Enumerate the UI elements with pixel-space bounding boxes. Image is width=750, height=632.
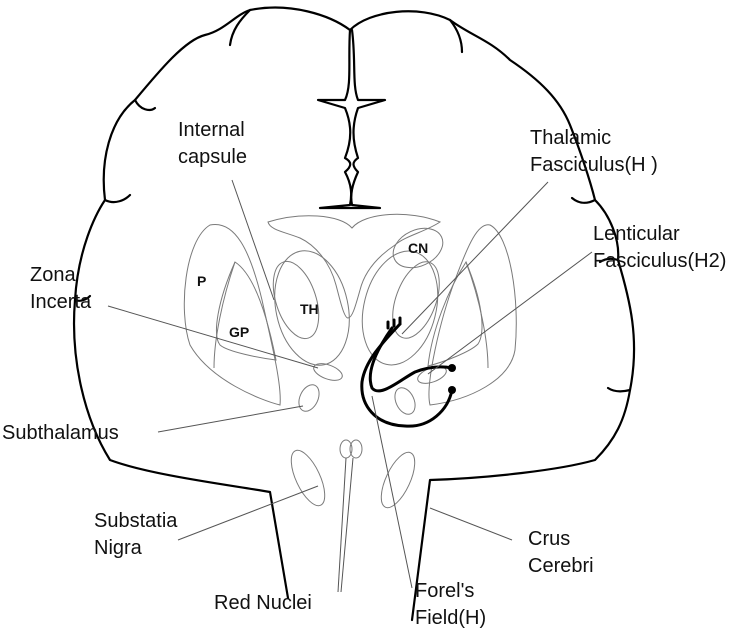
ventricle-outline <box>267 213 442 319</box>
right-gyrus-line <box>570 196 597 204</box>
leader-crus-cerebri <box>429 507 513 541</box>
fiber-end-dot-lower <box>448 386 456 394</box>
right-thalamus-shape <box>361 250 439 366</box>
right-subthalamus-shape <box>394 387 416 415</box>
label-internal-capsule: Internal capsule <box>178 117 247 171</box>
abbr-thalamus: TH <box>300 301 319 317</box>
label-lenticular-fasciculus-line1: Lenticular <box>593 223 680 245</box>
leader-lenticular-fasciculus <box>427 251 593 375</box>
right-globus-pallidus-shape <box>427 260 483 367</box>
label-substantia-nigra-line1: Substatia <box>94 510 178 532</box>
left-gyrus-line <box>103 193 132 204</box>
label-substantia-nigra-line2: Nigra <box>94 537 142 559</box>
caudate-nucleus-shape <box>392 227 444 269</box>
label-crus-cerebri-line2: Cerebri <box>528 555 594 577</box>
left-lenticular-divider <box>213 261 236 369</box>
left-gyrus-line-4 <box>228 8 252 47</box>
fiber-tip-ticks <box>386 316 402 330</box>
subthalamus-shape <box>298 384 320 412</box>
label-thalamic-fasciculus-line1: Thalamic <box>530 127 612 149</box>
abbr-putamen: P <box>197 273 207 289</box>
label-forels-field: Forel's Field(H) <box>415 578 486 632</box>
label-zona-incerta-line2: Incerta <box>30 291 92 313</box>
label-crus-cerebri: Crus Cerebri <box>528 526 594 580</box>
leader-red-nuclei-2 <box>340 457 354 593</box>
leader-substantia-nigra <box>177 485 319 541</box>
leader-zona-incerta <box>107 305 319 369</box>
putamen-shape <box>183 223 281 406</box>
leader-internal-capsule <box>231 179 275 301</box>
right-gyrus-line-3 <box>598 257 620 264</box>
leader-red-nuclei <box>337 457 347 593</box>
right-putamen-shape <box>428 224 517 406</box>
label-internal-capsule-line1: Internal <box>178 119 245 141</box>
abbr-caudate-nucleus: CN <box>408 240 429 256</box>
midline-fissure <box>316 28 387 210</box>
label-zona-incerta-line1: Zona <box>30 264 76 286</box>
leader-thalamic-fasciculus <box>401 181 549 335</box>
label-subthalamus: Subthalamus <box>2 422 119 444</box>
red-nucleus-right <box>349 439 363 459</box>
right-thalamus-inner-shape <box>392 261 440 339</box>
lenticular-fasciculus-fiber <box>368 326 454 393</box>
leader-subthalamus <box>157 405 304 433</box>
label-zona-incerta: Zona Incerta <box>30 262 91 316</box>
label-lenticular-fasciculus-line2: Fasciculus(H2) <box>593 250 727 272</box>
abbr-globus-pallidus: GP <box>229 324 250 340</box>
left-gyrus-line-2 <box>73 294 92 302</box>
leader-forels-field <box>371 395 413 589</box>
left-gyrus-line-3 <box>133 98 157 111</box>
substantia-nigra-left <box>290 449 326 507</box>
label-substantia-nigra: Substatia Nigra <box>94 508 177 562</box>
right-gyrus-line-4 <box>448 18 464 54</box>
right-lenticular-divider <box>465 261 489 369</box>
substantia-nigra-right <box>380 451 416 509</box>
right-gyrus-line-2 <box>606 386 632 393</box>
label-red-nuclei: Red Nuclei <box>214 592 312 614</box>
label-crus-cerebri-line1: Crus <box>528 528 571 550</box>
label-thalamic-fasciculus: Thalamic Fasciculus(H ) <box>530 125 658 179</box>
thalamus-inner-shape <box>272 260 320 340</box>
globus-pallidus-shape <box>215 261 277 361</box>
label-forels-field-line1: Forel's <box>415 580 475 602</box>
label-lenticular-fasciculus: Lenticular Fasciculus(H2) <box>593 221 726 275</box>
label-forels-field-line2: Field(H) <box>415 607 487 629</box>
fiber-end-dot-upper <box>448 364 456 372</box>
thalamus-shape <box>274 250 350 366</box>
label-internal-capsule-line2: capsule <box>178 146 247 168</box>
label-thalamic-fasciculus-line2: Fasciculus(H ) <box>530 154 658 176</box>
